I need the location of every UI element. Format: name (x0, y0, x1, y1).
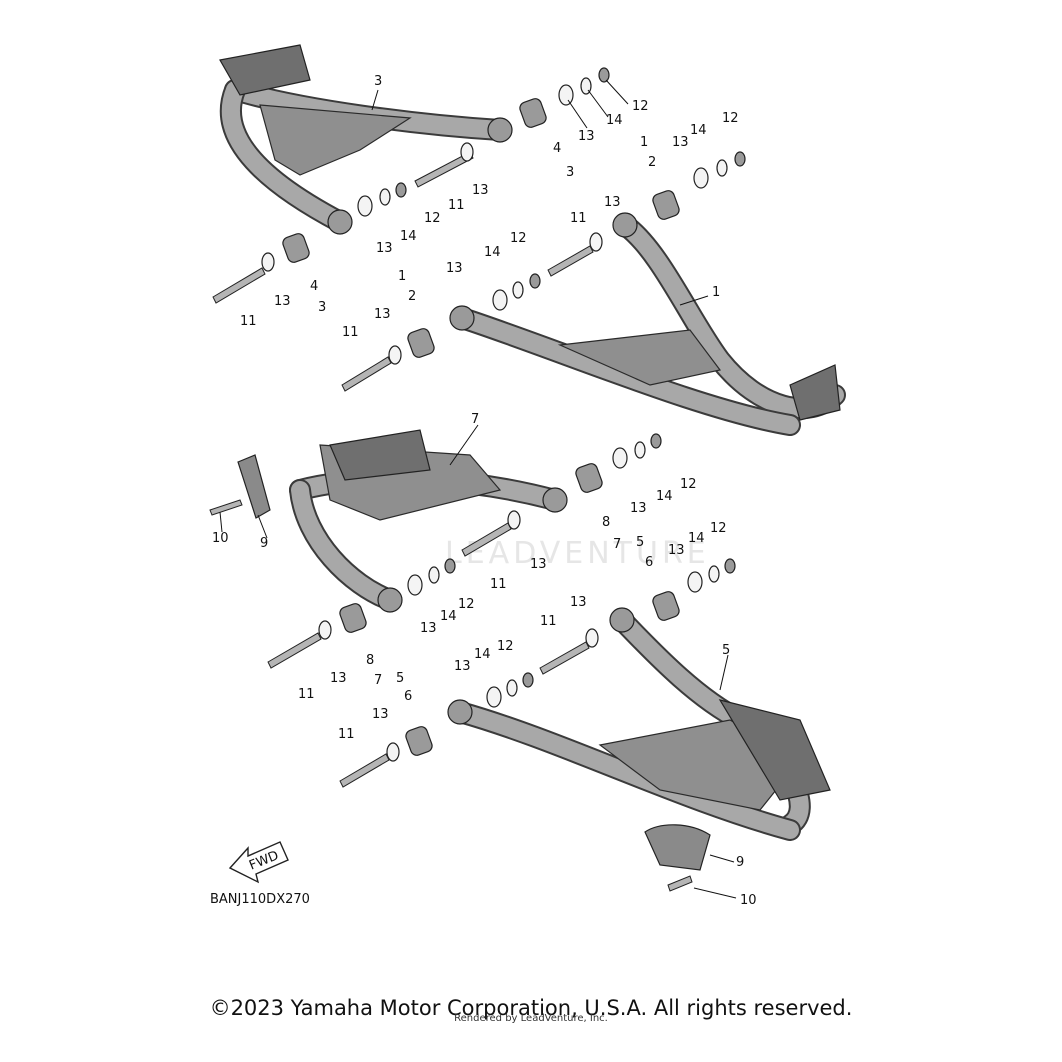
callout-13f: 13 (446, 261, 463, 276)
callout-11f: 11 (540, 614, 557, 629)
callout-1: 1 (640, 135, 648, 150)
callout-7b: 7 (613, 537, 621, 552)
callout-14: 14 (606, 113, 623, 128)
callout-5: 5 (636, 535, 644, 550)
upper-arm-part-3[interactable] (219, 44, 513, 235)
callout-13n: 13 (330, 671, 347, 686)
copyright-text: ©2023 Yamaha Motor Corporation, U.S.A. A… (209, 996, 853, 1020)
callout-3c: 3 (318, 300, 326, 315)
callout-11: 11 (448, 198, 465, 213)
callout-13m: 13 (570, 595, 587, 610)
callout-6: 6 (645, 555, 653, 570)
hardware-top[interactable] (212, 67, 746, 392)
callout-11d: 11 (342, 325, 359, 340)
callout-12g: 12 (458, 597, 475, 612)
callout-2b: 2 (408, 289, 416, 304)
callout-13i: 13 (630, 501, 647, 516)
callout-14c: 14 (400, 229, 417, 244)
upper-arm-part-1[interactable] (449, 212, 846, 436)
callout-11c: 11 (240, 314, 257, 329)
callout-2: 2 (648, 155, 656, 170)
lower-arm-part-5[interactable] (447, 607, 831, 841)
callout-1c: 1 (398, 269, 406, 284)
callout-13k: 13 (530, 557, 547, 572)
callout-7: 7 (471, 412, 479, 427)
callout-12: 12 (632, 99, 649, 114)
callout-11e: 11 (490, 577, 507, 592)
callout-4: 4 (553, 141, 561, 156)
callout-12h: 12 (497, 639, 514, 654)
callout-14b: 14 (690, 123, 707, 138)
callout-12f: 12 (710, 521, 727, 536)
callout-13b: 13 (672, 135, 689, 150)
callout-11b: 11 (570, 211, 587, 226)
callout-5b: 5 (722, 643, 730, 658)
callout-14g: 14 (440, 609, 457, 624)
diagram-code: BANJ110DX270 (210, 892, 310, 907)
callout-8: 8 (602, 515, 610, 530)
callout-5c: 5 (396, 671, 404, 686)
callout-13: 13 (578, 129, 595, 144)
callout-8b: 8 (366, 653, 374, 668)
callout-13j: 13 (668, 543, 685, 558)
callout-12c: 12 (424, 211, 441, 226)
callout-12d: 12 (510, 231, 527, 246)
callout-9: 9 (260, 536, 268, 551)
callout-13c: 13 (472, 183, 489, 198)
callout-11g: 11 (298, 687, 315, 702)
callout-13h: 13 (374, 307, 391, 322)
guard-plate-right[interactable] (644, 824, 711, 871)
callout-13e: 13 (604, 195, 621, 210)
callout-9b: 9 (736, 855, 744, 870)
callout-12b: 12 (722, 111, 739, 126)
callout-10b: 10 (740, 893, 757, 908)
guard-plate-left[interactable] (237, 454, 271, 519)
lower-arm-part-7[interactable] (289, 429, 568, 613)
callout-13p: 13 (372, 707, 389, 722)
callout-6b: 6 (404, 689, 412, 704)
callout-13l: 13 (420, 621, 437, 636)
callout-13g: 13 (274, 294, 291, 309)
callout-14e: 14 (656, 489, 673, 504)
callout-4b: 4 (310, 279, 318, 294)
fwd-arrow-icon: FWD (228, 841, 289, 884)
callout-11h: 11 (338, 727, 355, 742)
callout-12e: 12 (680, 477, 697, 492)
callout-14d: 14 (484, 245, 501, 260)
callout-10: 10 (212, 531, 229, 546)
callout-13o: 13 (454, 659, 471, 674)
callout-3: 3 (374, 74, 382, 89)
callout-3b: 3 (566, 165, 574, 180)
callout-1b: 1 (712, 285, 720, 300)
callouts: 3 12 14 13 4 3 12 14 13 1 2 13 11 12 14 … (212, 74, 757, 908)
callout-14h: 14 (474, 647, 491, 662)
leader-lines (219, 79, 737, 899)
hardware-bottom[interactable] (209, 433, 736, 892)
callout-7c: 7 (374, 673, 382, 688)
callout-13d: 13 (376, 241, 393, 256)
rendered-by-text: Rendered by LeadVenture, Inc. (454, 1013, 608, 1024)
callout-14f: 14 (688, 531, 705, 546)
